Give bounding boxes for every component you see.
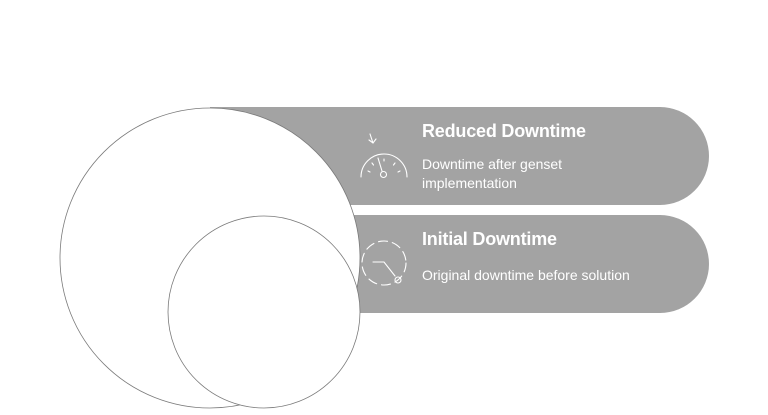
item-description: Original downtime before solution: [422, 267, 630, 283]
item-title: Initial Downtime: [422, 229, 557, 249]
clock-timer-icon: [361, 240, 407, 286]
gauge-down-icon: [360, 133, 408, 179]
item-description: Downtime after genset implementation: [422, 156, 563, 191]
item-title: Reduced Downtime: [422, 121, 586, 141]
band-initial-downtime: [265, 215, 709, 313]
inner-circle: [167, 215, 361, 409]
